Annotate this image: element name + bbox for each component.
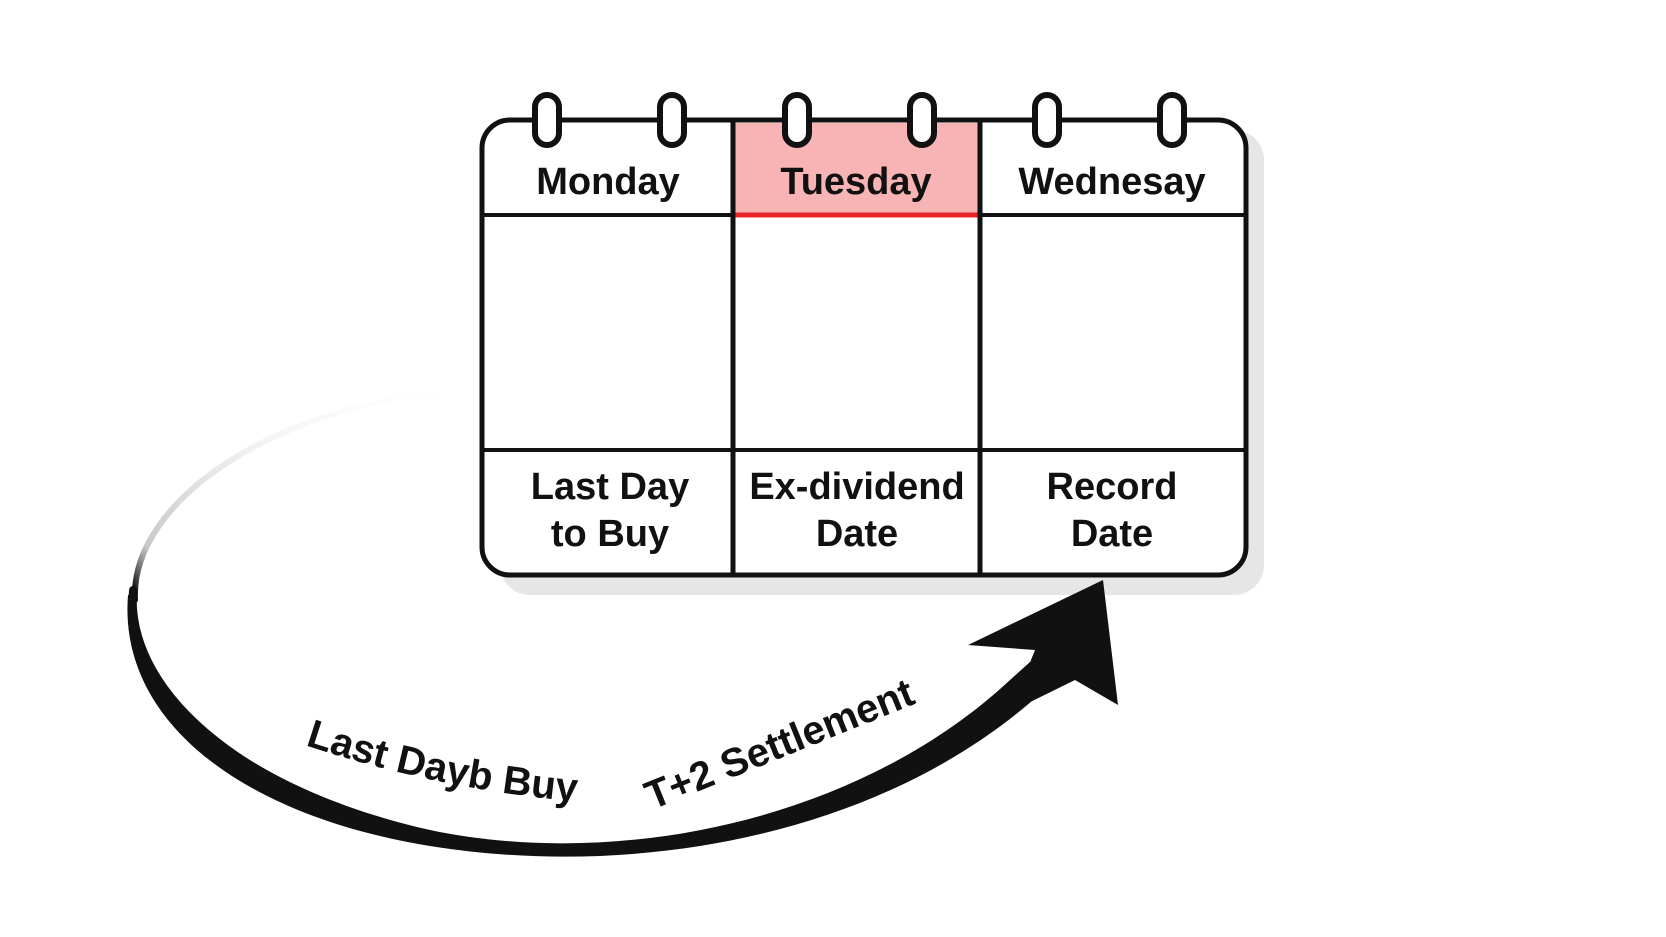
binder-ring bbox=[782, 92, 812, 148]
day-header-monday: Monday bbox=[536, 161, 680, 203]
event-label-tuesday-line2: Date bbox=[816, 513, 898, 555]
binder-ring bbox=[657, 92, 687, 148]
calendar-body bbox=[479, 117, 1249, 578]
binder-rings bbox=[532, 92, 1187, 148]
binder-ring bbox=[1157, 92, 1187, 148]
binder-ring bbox=[1032, 92, 1062, 148]
arrow-head-icon bbox=[968, 580, 1118, 712]
day-header-tuesday: Tuesday bbox=[780, 161, 931, 203]
event-label-monday-line1: Last Day bbox=[531, 466, 689, 508]
day-header-wednesday: Wednesay bbox=[1018, 161, 1205, 203]
settlement-arrow-shaft bbox=[128, 586, 1034, 855]
event-label-wednesday-line2: Date bbox=[1071, 513, 1153, 555]
arc-faint bbox=[131, 387, 473, 603]
event-label-wednesday-line1: Record bbox=[1047, 466, 1178, 508]
binder-ring bbox=[907, 92, 937, 148]
binder-ring bbox=[532, 92, 562, 148]
event-label-monday-line2: to Buy bbox=[551, 513, 669, 555]
event-label-tuesday-line1: Ex-dividend bbox=[749, 466, 964, 508]
arrow-label-right: T+2 Settlement bbox=[639, 671, 920, 819]
arrow-label-left: Last Dayb Buy bbox=[302, 712, 580, 811]
settlement-arrow-body bbox=[127, 595, 1060, 857]
tuesday-highlight bbox=[735, 123, 980, 215]
